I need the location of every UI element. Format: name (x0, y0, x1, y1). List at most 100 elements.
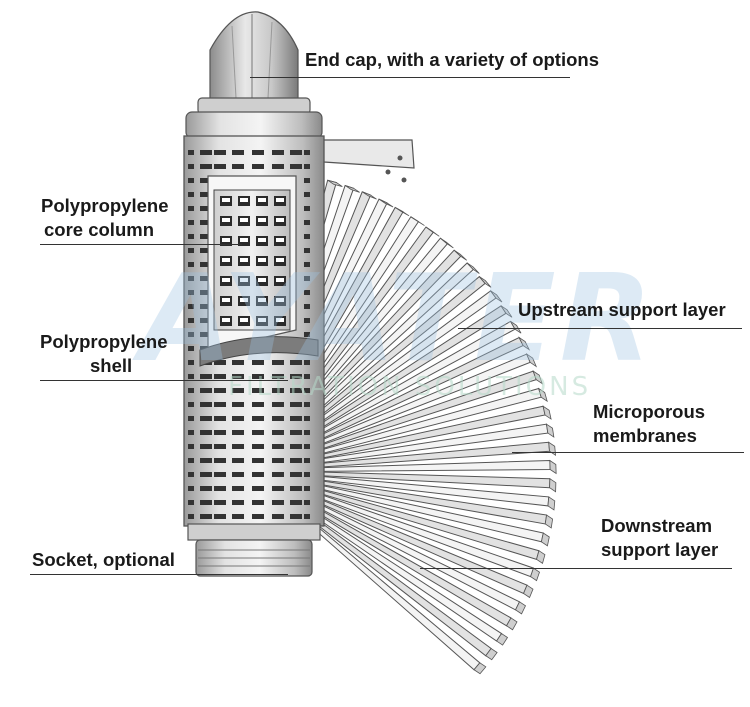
shell-slot (304, 220, 310, 225)
shell-slot (200, 248, 212, 253)
pleat-edge (466, 262, 480, 274)
shell-slot (188, 374, 194, 379)
shell-slot (188, 234, 194, 239)
shell-slot (272, 360, 284, 365)
shell-slot (290, 458, 302, 463)
shell-slot (188, 430, 194, 435)
label-end-cap: End cap, with a variety of options (305, 49, 599, 70)
label-micro-line1: Microporous (593, 401, 706, 422)
shell-slot (290, 402, 302, 407)
pleat-edge (478, 276, 492, 288)
shell-slot (188, 486, 194, 491)
pleat-edge (485, 647, 498, 661)
shell-slot (200, 234, 212, 239)
shell-slot (214, 514, 226, 519)
shell-slot (188, 318, 194, 323)
core-slot-highlight (258, 278, 266, 282)
shell-slot (188, 346, 194, 351)
core-slot-highlight (258, 198, 266, 202)
shell-slot (188, 514, 194, 519)
shell-slot (188, 290, 194, 295)
shell-slot (272, 514, 284, 519)
pleat-edge (378, 198, 394, 208)
core-slot-highlight (222, 198, 230, 202)
shell-slot (232, 374, 244, 379)
core-slot-highlight (258, 258, 266, 262)
label-down-line2: support layer (601, 539, 719, 560)
shell-slot (272, 402, 284, 407)
core-slot-highlight (240, 218, 248, 222)
core-slot-highlight (240, 298, 248, 302)
shell-slot (252, 458, 264, 463)
shell-slot (252, 416, 264, 421)
shell-slot (252, 500, 264, 505)
pleat-edge (548, 441, 557, 457)
shell-slot (304, 486, 310, 491)
shell-slot (188, 164, 194, 169)
shell-slot (200, 262, 212, 267)
shell-slot (232, 402, 244, 407)
core-slot-highlight (276, 198, 284, 202)
shell-slot (232, 416, 244, 421)
shell-slot (304, 430, 310, 435)
shell-slot (232, 486, 244, 491)
shell-slot (200, 374, 212, 379)
shell-slot (200, 192, 212, 197)
shell-slot (200, 402, 212, 407)
shell-slot (290, 444, 302, 449)
shell-slot (214, 458, 226, 463)
shell-slot (304, 304, 310, 309)
shell-slot (188, 388, 194, 393)
label-core-line1: Polypropylene (41, 195, 169, 216)
shell-slot (304, 262, 310, 267)
core-window (207, 175, 297, 351)
shell-slot (214, 374, 226, 379)
shell-slot (214, 472, 226, 477)
shell-slot (304, 290, 310, 295)
core-slot-highlight (276, 238, 284, 242)
shell-slot (214, 500, 226, 505)
core-slot-highlight (276, 278, 284, 282)
label-shell-line1: Polypropylene (40, 331, 168, 352)
core-slot-highlight (258, 298, 266, 302)
core-slot-highlight (222, 238, 230, 242)
shell-slot (232, 388, 244, 393)
pleated-membrane-fan (267, 179, 557, 675)
leader-socket (30, 574, 288, 575)
shell-slot (304, 360, 310, 365)
core-slot-highlight (240, 318, 248, 322)
shell-slot (252, 388, 264, 393)
leader-upstream (458, 328, 742, 329)
pleat-edge (544, 514, 554, 529)
shell-slot (188, 416, 194, 421)
pleat-edge (547, 496, 556, 511)
leader-micro (512, 452, 744, 453)
core-slot-highlight (240, 238, 248, 242)
shell-slot (290, 472, 302, 477)
support-sleeve (317, 139, 415, 169)
shell-slot (290, 374, 302, 379)
pleat-edge (327, 179, 343, 187)
pleat-edge (510, 321, 522, 334)
shell-slot (252, 444, 264, 449)
shell-slot (200, 388, 212, 393)
shell-slot (272, 444, 284, 449)
label-down-line1: Downstream (601, 515, 713, 536)
shell-slot (304, 206, 310, 211)
shell-slot (188, 332, 194, 337)
shell-slot (200, 276, 212, 281)
pleat-edge (496, 632, 509, 646)
shell-slot (232, 514, 244, 519)
shell-slot (290, 430, 302, 435)
shell-slot (290, 360, 302, 365)
label-core-line2: core column (44, 219, 154, 240)
sleeve-hole (401, 177, 407, 183)
shell-slot (252, 472, 264, 477)
shell-slot (272, 150, 284, 155)
pleat-edge (542, 405, 552, 420)
shell-slot (188, 248, 194, 253)
core-slot-highlight (258, 218, 266, 222)
shell-slot (304, 374, 310, 379)
shell-slot (214, 486, 226, 491)
